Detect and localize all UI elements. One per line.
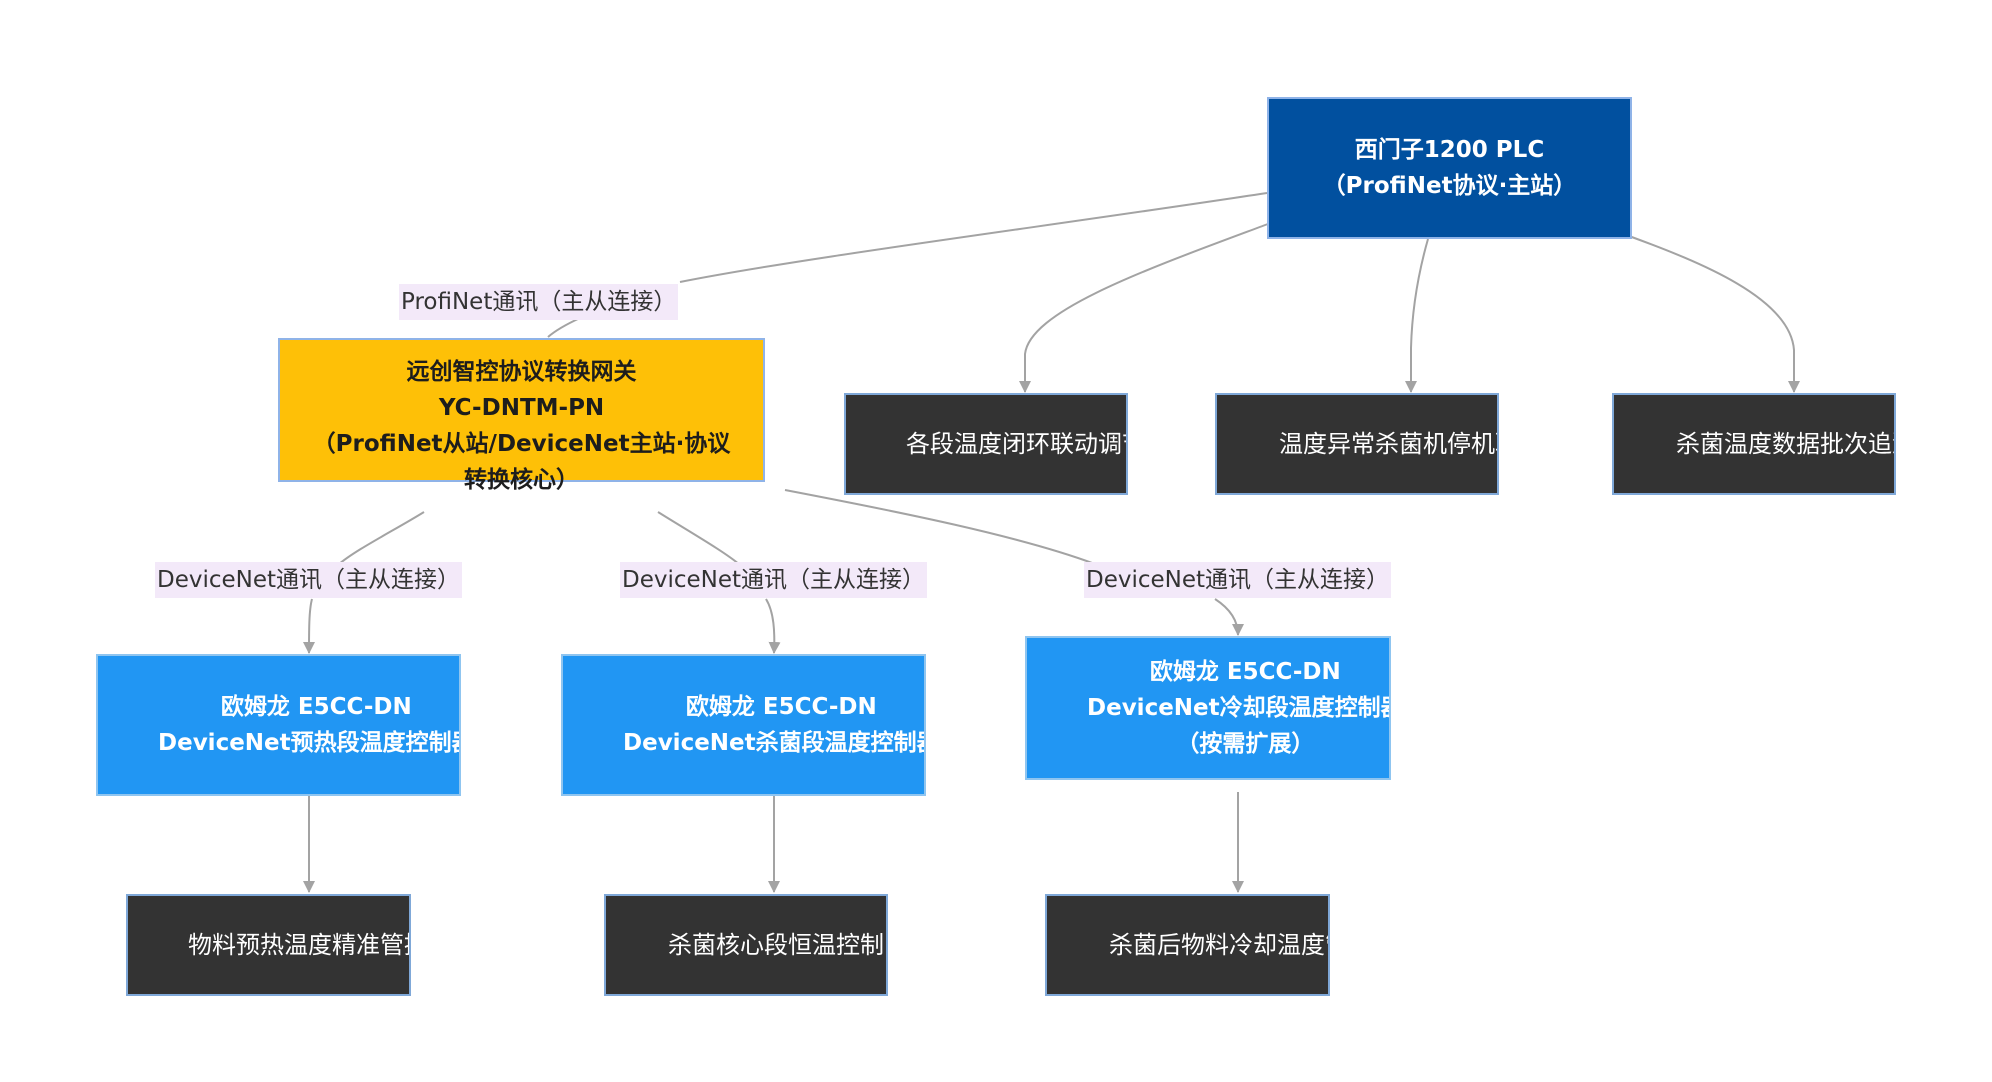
edge-gateway-to-preheat (337, 511, 425, 566)
edge-label-devicenet-sterilize: DeviceNet通讯（主从连接） (620, 562, 928, 598)
node-preheat-controller[interactable]: 欧姆龙 E5CC-DN DeviceNet预热段温度控制器 (96, 654, 461, 796)
edge-gateway-to-sterilize (657, 511, 741, 566)
edge-label-devicenet-preheat: DeviceNet通讯（主从连接） (155, 562, 463, 598)
node-batch-traceability[interactable]: 杀菌温度数据批次追溯 (1612, 393, 1896, 495)
sterilize-controller-model: 欧姆龙 E5CC-DN (685, 694, 877, 720)
linkage-label: 各段温度闭环联动调节 (906, 430, 1128, 458)
interlock-label: 温度异常杀菌机停机联锁 (1279, 430, 1497, 458)
node-preheat-control[interactable]: 物料预热温度精准管控 (126, 894, 411, 996)
node-protocol-gateway[interactable]: 远创智控协议转换网关 YC-DNTM-PN （ProfiNet从站/Device… (278, 338, 765, 493)
edge-plc-to-alarm (1405, 238, 1429, 393)
gateway-name-label: 远创智控协议转换网关 (406, 359, 637, 385)
gateway-role-label: （ProfiNet从站/DeviceNet主站·协议 (312, 431, 731, 457)
edge-plc-to-trace (1628, 235, 1800, 393)
node-cooling-controller[interactable]: 欧姆龙 E5CC-DN DeviceNet冷却段温度控制器 （按需扩展） (1025, 636, 1391, 780)
gateway-model-label: YC-DNTM-PN (438, 395, 605, 421)
edge-label-devicenet-cooling: DeviceNet通讯（主从连接） (1084, 562, 1392, 598)
node-closed-loop-linkage[interactable]: 各段温度闭环联动调节 (844, 393, 1128, 495)
cooling-controller-role: DeviceNet冷却段温度控制器 (1087, 695, 1391, 721)
traceability-label: 杀菌温度数据批次追溯 (1676, 430, 1896, 458)
plc-model-label: 西门子1200 PLC (1354, 137, 1545, 163)
sterilize-controller-role: DeviceNet杀菌段温度控制器 (623, 730, 926, 756)
cooling-controller-model: 欧姆龙 E5CC-DN (1149, 659, 1341, 685)
preheat-control-label: 物料预热温度精准管控 (188, 931, 411, 959)
edge-gateway-to-sterilize-tail (765, 598, 781, 654)
node-shutdown-interlock[interactable]: 温度异常杀菌机停机联锁 (1215, 393, 1499, 495)
core-constant-temp-label: 杀菌核心段恒温控制 (668, 931, 884, 959)
edge-plc-to-linkage (1019, 223, 1269, 393)
plc-protocol-label: （ProfiNet协议·主站） (1322, 173, 1577, 199)
node-sterilize-controller[interactable]: 欧姆龙 E5CC-DN DeviceNet杀菌段温度控制器 (561, 654, 926, 796)
edge-label-profinet: ProfiNet通讯（主从连接） (399, 284, 679, 320)
preheat-controller-model: 欧姆龙 E5CC-DN (220, 694, 412, 720)
node-siemens-plc[interactable]: 西门子1200 PLC （ProfiNet协议·主站） (1267, 97, 1632, 239)
preheat-controller-role: DeviceNet预热段温度控制器 (158, 730, 461, 756)
cooling-control-label: 杀菌后物料冷却温度管控 (1109, 931, 1328, 959)
gateway-role-label-cont: 转换核心） (464, 467, 579, 493)
edge-gateway-to-cooling-tail (1214, 598, 1244, 636)
edge-gateway-to-cooling (784, 489, 1096, 565)
edge-gateway-to-preheat-tail (303, 598, 316, 654)
edge-plc-to-gateway-tail (547, 317, 581, 338)
cooling-controller-note: （按需扩展） (1176, 731, 1315, 757)
edge-plc-to-gateway (679, 192, 1268, 283)
node-cooling-control[interactable]: 杀菌后物料冷却温度管控 (1045, 894, 1330, 996)
node-core-constant-temp[interactable]: 杀菌核心段恒温控制 (604, 894, 888, 996)
